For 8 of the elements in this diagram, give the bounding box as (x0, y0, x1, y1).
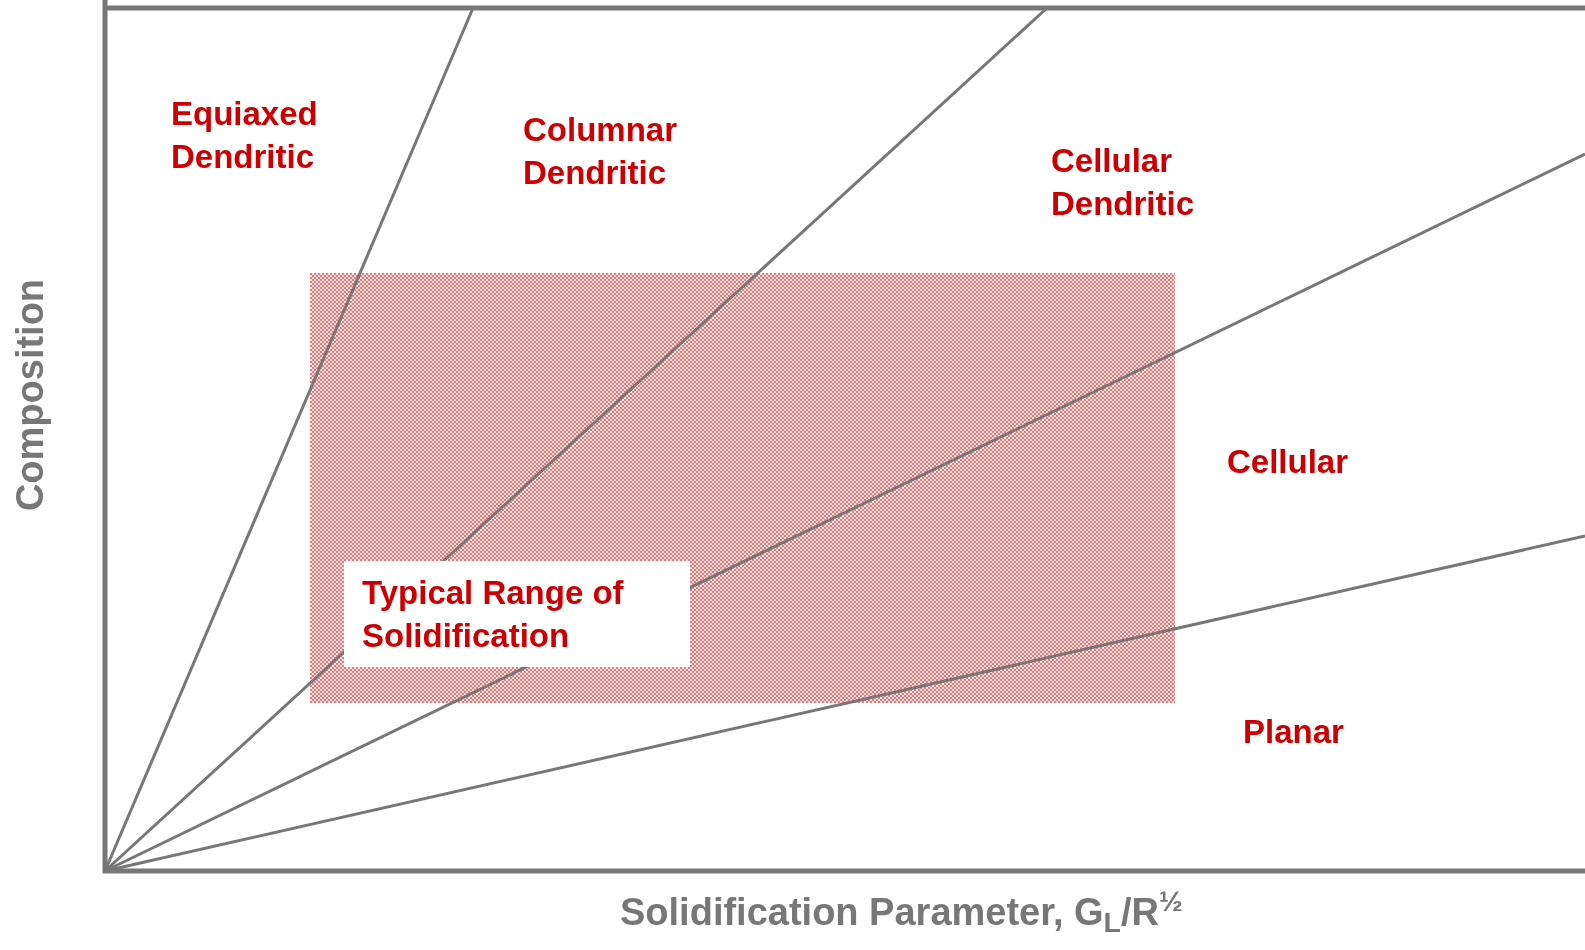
region-label: Cellular Dendritic (1051, 141, 1196, 224)
region-label: Planar (1243, 712, 1345, 752)
axis-label: Solidification Parameter, G$_{L}$/R$^{½}$ (620, 890, 1183, 934)
region-label: Equiaxed Dendritic (171, 94, 319, 177)
axis-label: Composition (8, 277, 52, 514)
range-label: Typical Range of Solidification (344, 561, 690, 667)
region-label: Cellular (1227, 442, 1350, 482)
region-label: Columnar Dendritic (523, 110, 678, 193)
